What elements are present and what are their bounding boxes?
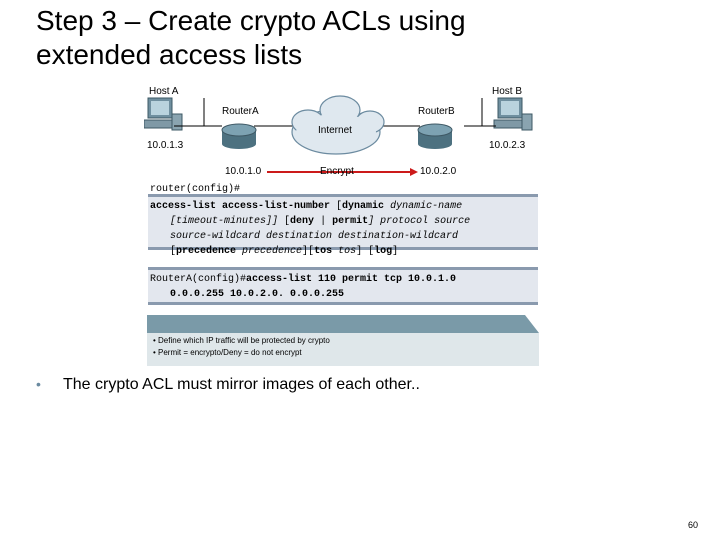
syntax-bracket: ][ [302,246,315,257]
vpn-figure: Host A Host B RouterA RouterB Internet 1… [144,84,542,367]
host-b-label: Host B [492,86,523,97]
bullet-text: The crypto ACL must mirror images of eac… [63,376,420,393]
notes-header-band [147,315,539,333]
encrypt-arrow-icon [267,168,418,176]
syntax-permit: permit [332,216,369,227]
syntax-dynamic-name: dynamic-name [384,201,463,212]
example-command-box: RouterA(config)#access-list 110 permit t… [148,267,538,305]
note-line-2: • Permit = encrypto/Deny = do not encryp… [153,348,302,357]
syntax-prompt: router(config)# [150,184,241,195]
network-b-address: 10.0.2.0 [420,166,457,177]
syntax-deny: deny [290,216,315,227]
encrypt-label: Encrypt [320,166,354,177]
host-a-computer-icon [144,97,183,131]
syntax-dynamic: dynamic [342,201,385,212]
slide-title-line-2: extended access lists [36,39,303,70]
note-line-1: • Define which IP traffic will be protec… [153,336,330,345]
notes-band-corner [525,315,539,333]
slide-title-line-1: Step 3 – Create crypto ACLs using [36,5,466,36]
syntax-precedence-arg: precedence [236,246,303,257]
host-a-ip: 10.0.1.3 [147,140,184,151]
notes-body: • Define which IP traffic will be protec… [147,333,539,366]
syntax-timeout: [timeout-minutes]] [170,216,279,227]
page-number: 60 [688,520,699,530]
syntax-bracket: [ [170,246,177,257]
syntax-bracket: [ [278,216,291,227]
syntax-line-1: access-list access-list-number [dynamic … [150,199,538,214]
syntax-log: log [374,246,393,257]
syntax-precedence: precedence [176,246,237,257]
router-b-icon [417,123,453,149]
slide-title: Step 3 – Create crypto ACLs using extend… [36,4,676,72]
syntax-bracket: [ [330,201,343,212]
syntax-protocol-source: ] protocol source [368,216,471,227]
access-list-syntax-box: access-list access-list-number [dynamic … [148,194,538,257]
syntax-line-4: [precedence precedence][tos tos] [log] [150,244,538,259]
syntax-line-3: source-wildcard destination destination-… [170,231,459,242]
syntax-keyword: access-list access-list-number [150,201,331,212]
host-a-label: Host A [149,86,179,97]
example-line-2: 0.0.0.255 10.0.2.0. 0.0.0.255 [170,289,345,300]
syntax-bracket: ] [ [356,246,375,257]
syntax-bracket: ] [392,246,399,257]
bullet-dot-icon: • [36,376,41,392]
example-prompt: RouterA(config)# [150,274,247,285]
syntax-line-2: [timeout-minutes]] [deny | permit] proto… [150,214,538,229]
network-topology-diagram [144,95,533,176]
router-b-label: RouterB [418,106,455,117]
internet-label: Internet [318,125,352,136]
router-a-label: RouterA [222,106,259,117]
host-b-ip: 10.0.2.3 [489,140,526,151]
network-a-address: 10.0.1.0 [225,166,262,177]
example-command: access-list 110 permit tcp 10.0.1.0 [246,274,457,285]
syntax-pipe: | [314,216,333,227]
router-a-icon [221,123,257,149]
syntax-tos-arg: tos [332,246,357,257]
syntax-tos: tos [314,246,333,257]
notes-panel: • Define which IP traffic will be protec… [147,315,539,366]
host-b-computer-icon [493,97,533,131]
example-line-1: RouterA(config)#access-list 110 permit t… [150,272,538,287]
internet-cloud-icon [291,95,385,155]
